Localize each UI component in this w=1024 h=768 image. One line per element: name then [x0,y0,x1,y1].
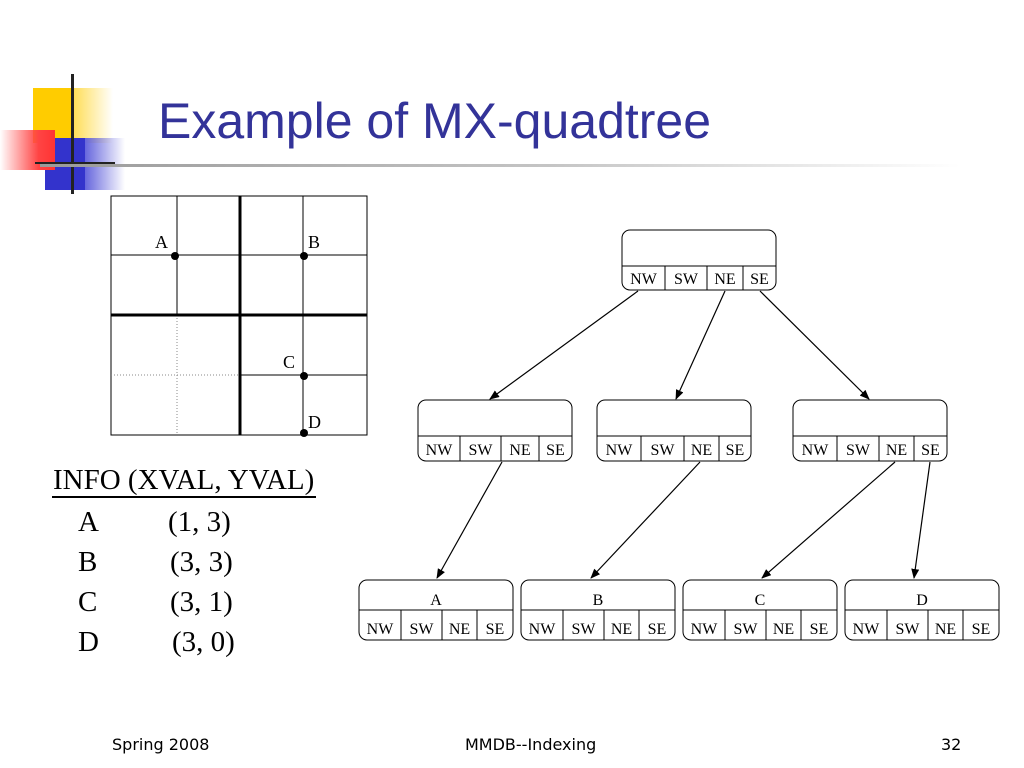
quadrant-label-nw: NW [529,621,557,638]
footer-date: Spring 2008 [112,735,210,754]
node-label: D [916,592,928,609]
tree-edge [761,461,896,579]
point-label: C [283,352,295,372]
node-box [792,399,948,462]
quadrant-label-sw: SW [469,442,494,459]
quadrant-label-se: SE [648,621,667,638]
info-row-coords: (3, 0) [172,626,235,658]
point-d [300,429,308,437]
point-label: D [308,412,321,432]
node-label: A [430,592,442,609]
tree-edge [675,290,726,400]
quadrant-label-se: SE [546,442,565,459]
quadrant-label-nw: NW [691,621,719,638]
info-row-label: B [78,546,98,578]
tree-edge [489,290,639,400]
point-label: A [155,232,168,252]
quadrant-label-se: SE [750,271,769,288]
info-row-coords: (3, 3) [170,546,233,578]
quadrant-label-se: SE [486,621,505,638]
info-row-label: C [78,586,98,618]
tree-node-leaf: D NW SW NE SE [844,579,1000,641]
quadrant-label-nw: NW [802,442,830,459]
title-underline [40,164,960,167]
node-box [417,399,573,462]
point-c [300,372,308,380]
quadrant-label-nw: NW [630,271,658,288]
quadrant-label-sw: SW [651,442,676,459]
quadrant-label-sw: SW [674,271,699,288]
info-row-coords: (1, 3) [168,506,231,538]
node-box [596,399,752,462]
quadrant-label-ne: NE [714,271,735,288]
quadrant-label-ne: NE [935,621,956,638]
tree-edge [759,290,870,400]
quadrant-label-sw: SW [410,621,435,638]
quadrant-label-ne: NE [611,621,632,638]
footer-page-number: 32 [941,735,962,754]
tree-node-leaf: B NW SW NE SE [520,579,676,641]
quadrant-label-nw: NW [853,621,881,638]
quadrant-label-ne: NE [509,442,530,459]
quadrant-label-sw: SW [896,621,921,638]
quadrant-label-se: SE [810,621,829,638]
footer-course: MMDB--Indexing [465,735,597,754]
quadrant-label-sw: SW [734,621,759,638]
quadrant-label-se: SE [921,442,940,459]
tree-nodes: NW SW NE SE NW SW NE SE NW SW NE SE NW SW NE SE A NW SW NE S… [358,229,1000,641]
point-label: B [308,232,320,252]
slide-title: Example of MX-quadtree [158,93,712,149]
quadrant-label-nw: NW [606,442,634,459]
info-row-coords: (3, 1) [170,586,233,618]
quadrant-label-se: SE [726,442,745,459]
info-row-label: A [78,506,99,538]
node-label: C [755,592,766,609]
tree-edge [911,461,931,579]
tree-node-root: NW SW NE SE [621,229,777,291]
quadrant-label-ne: NE [773,621,794,638]
tree-node-level1: NW SW NE SE [596,399,752,462]
quadrant-label-se: SE [972,621,991,638]
tree-edge [590,461,701,579]
quadrant-label-sw: SW [572,621,597,638]
quadrant-label-ne: NE [691,442,712,459]
quadtree-grid: A B C D [110,195,368,437]
tree-node-level1: NW SW NE SE [417,399,573,462]
node-label: B [593,592,604,609]
quadrant-label-ne: NE [886,442,907,459]
tree-edge [436,461,503,579]
quadrant-label-nw: NW [426,442,454,459]
tree-edges [436,290,931,579]
tree-node-leaf: A NW SW NE SE [358,579,514,641]
quadrant-label-sw: SW [846,442,871,459]
quadrant-label-nw: NW [367,621,395,638]
point-b [300,252,308,260]
info-table-header: INFO (XVAL, YVAL) [52,464,317,498]
tree-node-leaf: C NW SW NE SE [682,579,838,641]
corner-decoration [0,60,140,200]
info-row-label: D [78,626,99,658]
quadrant-label-ne: NE [449,621,470,638]
point-a [171,252,179,260]
tree-node-level1: NW SW NE SE [792,399,948,462]
node-box [621,229,777,291]
